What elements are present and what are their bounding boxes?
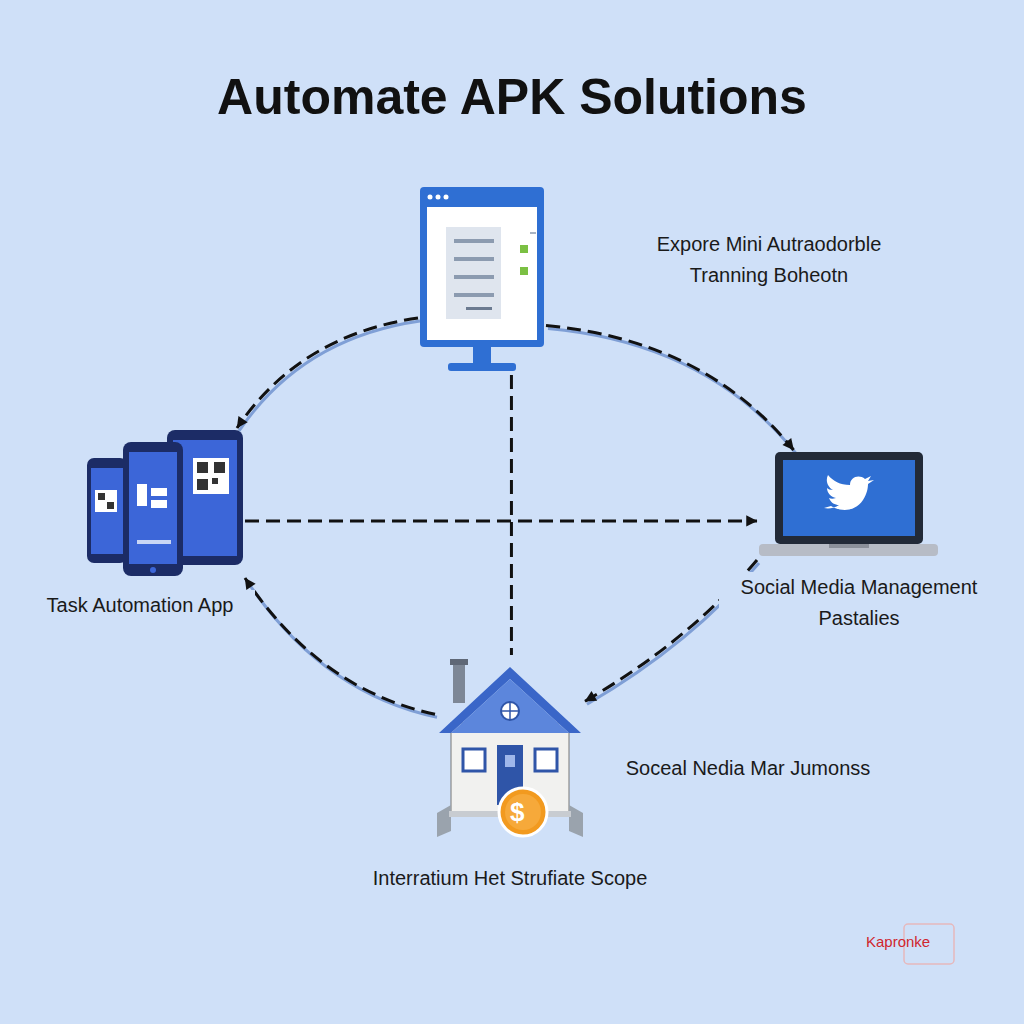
node-label: Task Automation App: [25, 590, 255, 621]
dashed-connector: [546, 326, 794, 450]
dashed-connector: [237, 318, 418, 428]
monitor-icon: [418, 185, 546, 375]
icon-node: Expore Mini Autraodorble Tranning Boheot…: [418, 185, 546, 375]
connector-shadow: [247, 581, 437, 717]
coin-symbol: $: [510, 797, 524, 828]
node-label: Interratium Het Strufiate Scope: [330, 863, 690, 894]
diagram-title: Automate APK Solutions: [0, 68, 1024, 126]
watermark: Kapronke: [866, 933, 930, 950]
phones-icon: [85, 428, 245, 578]
dashed-connector: [245, 578, 435, 714]
icon-node: Task Automation App: [85, 428, 245, 578]
laptop-icon: [757, 450, 940, 560]
dashed-connector: [245, 519, 757, 522]
connector-shadow: [239, 321, 420, 431]
icon-node: Social Media Management Pastalies: [757, 450, 940, 560]
connector-shadow: [548, 329, 796, 453]
node-label: Expore Mini Autraodorble Tranning Boheot…: [624, 229, 914, 291]
node-label: Soceal Nedia Mar Jumonss: [603, 753, 893, 784]
dashed-connector: [510, 375, 513, 655]
node-label: Social Media Management Pastalies: [719, 572, 999, 634]
